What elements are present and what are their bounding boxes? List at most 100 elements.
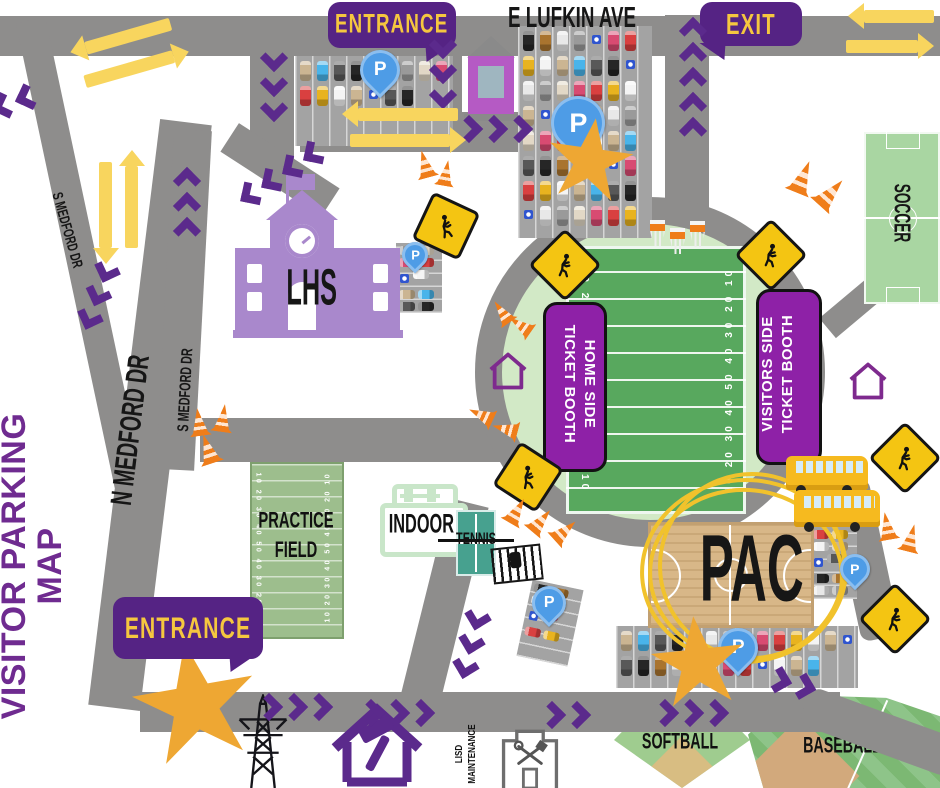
chevron-icon <box>678 41 708 71</box>
chevron-icon <box>259 93 289 123</box>
construction-house-icon <box>331 703 423 787</box>
two-way-arrows <box>96 148 140 268</box>
parked-car <box>418 290 434 299</box>
tennis-label: TENNIS <box>456 530 496 549</box>
chevron-icon <box>0 91 19 119</box>
accessible-parking-marker <box>626 60 635 69</box>
parked-car <box>774 656 785 676</box>
arrow-right-icon <box>350 127 466 153</box>
parked-car <box>808 656 819 676</box>
maintenance-label-line2: MAINTENANCE <box>467 724 478 784</box>
court-line <box>475 514 477 572</box>
gate-icon <box>846 360 890 402</box>
parked-car <box>300 61 311 81</box>
power-tower-icon <box>238 692 288 788</box>
school-building <box>233 170 403 338</box>
pedestrian-crossing-sign <box>492 441 564 513</box>
home-booth-line1: HOME SIDE <box>581 339 598 429</box>
chevron-icon <box>458 627 486 655</box>
home-booth-line2: TICKET BOOTH <box>561 324 579 444</box>
school-bus-icon <box>786 456 868 495</box>
parked-car <box>351 86 362 106</box>
visitors-ticket-booth <box>756 289 822 465</box>
parked-car <box>317 86 328 106</box>
chevron-icon <box>678 91 708 121</box>
parked-car <box>608 31 619 51</box>
parked-car <box>608 206 619 226</box>
tennis-net-line <box>438 539 514 542</box>
parked-car <box>638 656 649 676</box>
practice-field <box>250 462 344 639</box>
exit-banner-label: EXIT <box>726 6 776 40</box>
parking-pin-letter: P <box>850 561 860 577</box>
parked-car <box>399 302 415 311</box>
walking-person-icon <box>764 243 777 268</box>
traffic-chevrons <box>356 698 436 728</box>
practice-label-line1: PRACTICE <box>258 508 334 533</box>
parking-pin-letter: P <box>373 59 387 80</box>
parked-car <box>655 631 666 651</box>
two-way-arrows <box>844 3 940 66</box>
entrance-banner-bottom-label: ENTRANCE <box>124 610 252 644</box>
school-label: LHS <box>286 258 337 316</box>
parked-car <box>523 156 534 176</box>
walking-person-icon <box>898 446 911 471</box>
accessible-parking-marker <box>758 660 767 669</box>
parked-car <box>591 56 602 76</box>
practice-field-label: PRACTICE FIELD <box>255 506 336 571</box>
parking-pin-letter: P <box>568 107 588 138</box>
parked-car <box>317 61 328 81</box>
walking-person-icon <box>558 253 571 278</box>
goal-box <box>886 287 920 304</box>
kiosk-window <box>478 66 504 98</box>
school-window <box>373 292 388 311</box>
parked-car <box>385 86 396 106</box>
parked-car <box>557 156 568 176</box>
basketball-hoop-icon <box>670 228 685 254</box>
indoor-label: INDOOR <box>388 509 454 540</box>
traffic-chevrons <box>428 30 458 110</box>
traffic-chevrons <box>537 700 592 730</box>
chevron-icon <box>678 116 708 146</box>
traffic-cone-icon <box>810 172 852 215</box>
parked-car <box>625 31 636 51</box>
two-way-arrows <box>336 101 466 154</box>
parked-car <box>625 206 636 226</box>
chevron-icon <box>406 698 436 728</box>
traffic-chevrons <box>259 43 289 123</box>
traffic-chevrons <box>678 16 708 146</box>
chevron-icon <box>240 181 264 206</box>
school-tower-roof <box>266 190 338 220</box>
chevron-icon <box>678 16 708 46</box>
parked-car <box>655 656 666 676</box>
accessible-parking-marker <box>524 210 533 219</box>
chevron-icon <box>304 692 334 722</box>
flag-icon <box>289 174 315 190</box>
parked-car <box>523 106 534 126</box>
basketball-hoop-icon <box>650 220 665 246</box>
school-window <box>247 264 262 283</box>
parked-car <box>625 81 636 101</box>
page-title-line2: MAP <box>30 527 69 605</box>
chevron-icon <box>282 154 306 179</box>
parked-car <box>625 181 636 201</box>
traffic-chevrons <box>172 166 202 246</box>
parked-car <box>402 86 413 106</box>
arrow-icon <box>99 162 112 248</box>
chevron-icon <box>700 698 730 728</box>
parked-car <box>523 31 534 51</box>
parked-car <box>591 206 602 226</box>
school-door <box>288 282 316 336</box>
maintenance-building-icon <box>501 729 559 788</box>
parked-car <box>418 258 434 267</box>
exit-banner: EXIT <box>700 2 802 46</box>
visitors-ticket-booth-label: VISITORS SIDE TICKET BOOTH <box>758 291 814 457</box>
parked-car <box>334 86 345 106</box>
page-title: VISITOR PARKING MAP <box>0 381 69 751</box>
traffic-cone-icon <box>785 156 822 197</box>
accessible-parking-marker <box>843 635 852 644</box>
page-title-line1: VISITOR PARKING <box>0 412 33 720</box>
parking-pin-letter: P <box>543 594 555 612</box>
maintenance-label-line1: LISD <box>454 744 465 764</box>
